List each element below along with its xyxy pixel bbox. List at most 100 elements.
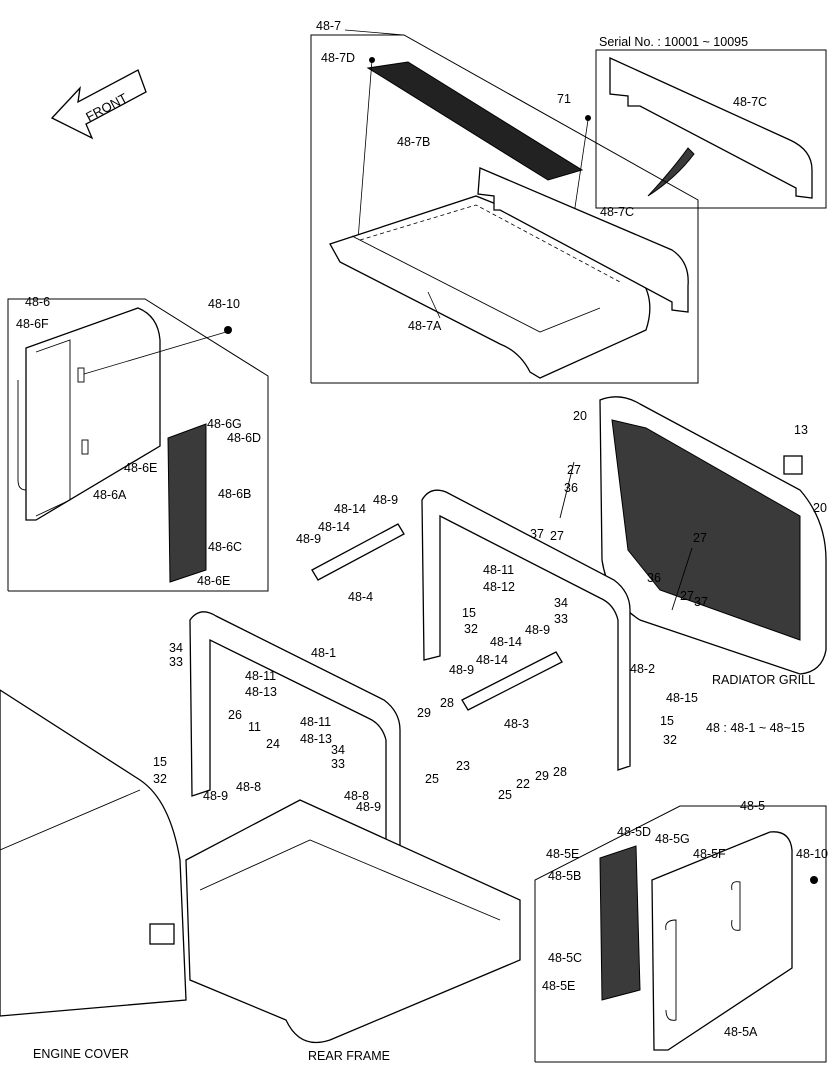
label-48-7D: 48-7D (321, 51, 355, 65)
label-48-12: 48-12 (483, 580, 515, 594)
label-32-a: 32 (464, 622, 478, 636)
label-48-5D: 48-5D (617, 825, 651, 839)
label-48-5C: 48-5C (548, 951, 582, 965)
door-filter-48-6B (167, 423, 207, 583)
label-33-a: 33 (554, 612, 568, 626)
label-32-c: 32 (153, 772, 167, 786)
label-71: 71 (557, 92, 571, 106)
label-27-d: 27 (680, 589, 694, 603)
label-24-a: 24 (266, 737, 280, 751)
serial-text: Serial No. : 10001 ~ 10095 (599, 35, 748, 49)
label-33-c: 33 (331, 757, 345, 771)
label-15-c: 15 (153, 755, 167, 769)
label-15-a: 15 (462, 606, 476, 620)
label-48-9-a: 48-9 (296, 532, 321, 546)
label-34-a: 34 (554, 596, 568, 610)
label-48-15: 48-15 (666, 691, 698, 705)
label-48-3: 48-3 (504, 717, 529, 731)
label-29-b: 29 (535, 769, 549, 783)
door-panel-48-5A (651, 831, 793, 1051)
label-48-14-a: 48-14 (334, 502, 366, 516)
label-48-6A: 48-6A (93, 488, 127, 502)
label-37-b: 37 (694, 595, 708, 609)
engine-cover: ENGINE COVER (0, 689, 187, 1061)
label-rear-frame: REAR FRAME (308, 1049, 390, 1063)
label-48-5B: 48-5B (548, 869, 581, 883)
rear-frame: REAR FRAME (185, 799, 521, 1063)
label-48-11-c: 48-11 (300, 715, 331, 729)
label-27-a: 27 (567, 463, 581, 477)
label-48-6D: 48-6D (227, 431, 261, 445)
label-36-a: 36 (564, 481, 578, 495)
label-23: 23 (456, 759, 470, 773)
label-32-b: 32 (663, 733, 677, 747)
frame-48-1: 48-1 (189, 611, 401, 905)
label-engine-cover: ENGINE COVER (33, 1047, 129, 1061)
label-25-a: 25 (425, 772, 439, 786)
label-48-5F: 48-5F (693, 847, 726, 861)
label-48-9-b: 48-9 (373, 493, 398, 507)
bracket-48-3: 48-3 48-9 48-14 48-9 48-14 (449, 623, 563, 731)
label-28-a: 28 (440, 696, 454, 710)
label-48-5: 48-5 (740, 799, 765, 813)
label-15-b: 15 (660, 714, 674, 728)
label-48-9-c: 48-9 (525, 623, 550, 637)
roof-seal-48-7C (477, 167, 689, 313)
label-27-b: 27 (550, 529, 564, 543)
label-48-14-d: 48-14 (476, 653, 508, 667)
label-48-10-top: 48-10 (208, 297, 240, 311)
label-48-5E-a: 48-5E (546, 847, 579, 861)
label-26-a: 26 (228, 708, 242, 722)
label-48-9-d: 48-9 (449, 663, 474, 677)
detail-pointer (647, 147, 695, 197)
label-48-7: 48-7 (316, 19, 341, 33)
right-door-group: 48-5 48-5D 48-5G 48-5E 48-5F 48-10 48-5B… (534, 799, 828, 1063)
label-48-6E-b: 48-6E (197, 574, 230, 588)
label-20-a: 20 (573, 409, 587, 423)
left-door-group: 48-6 48-6F 48-10 48-6G 48-6D 48-6E 48-6A… (7, 295, 269, 592)
label-48-7C-top: 48-7C (733, 95, 767, 109)
label-48-4: 48-4 (348, 590, 373, 604)
front-arrow-icon: FRONT (50, 69, 147, 140)
label-48-5A: 48-5A (724, 1025, 758, 1039)
label-48-1: 48-1 (311, 646, 336, 660)
label-48-10-b: 48-10 (796, 847, 828, 861)
label-27-c: 27 (693, 531, 707, 545)
label-48-6F: 48-6F (16, 317, 49, 331)
serial-detail-box: Serial No. : 10001 ~ 10095 48-7C (595, 35, 827, 209)
label-48-14-b: 48-14 (318, 520, 350, 534)
label-36-b: 36 (647, 571, 661, 585)
label-48-6B: 48-6B (218, 487, 251, 501)
label-48-7B: 48-7B (397, 135, 430, 149)
label-22: 22 (516, 777, 530, 791)
label-48-5G: 48-5G (655, 832, 690, 846)
label-48-11-b: 48-11 (245, 669, 276, 683)
label-48-11-a: 48-11 (483, 563, 514, 577)
label-48-6G: 48-6G (207, 417, 242, 431)
label-48-5E-b: 48-5E (542, 979, 575, 993)
label-48-6E-a: 48-6E (124, 461, 157, 475)
label-29-a: 29 (417, 706, 431, 720)
label-radiator-grill: RADIATOR GRILL (712, 673, 815, 687)
label-25-b: 25 (498, 788, 512, 802)
label-48-7C: 48-7C (600, 205, 634, 219)
label-20-b: 20 (813, 501, 827, 515)
frame-48-2: 48-2 (421, 489, 655, 771)
label-34-b: 34 (169, 641, 183, 655)
bracket-48-4: 48-9 48-14 48-9 48-14 48-4 (296, 493, 405, 604)
label-48-13-b: 48-13 (300, 732, 332, 746)
label-33-b: 33 (169, 655, 183, 669)
label-range-note: 48 : 48-1 ~ 48~15 (706, 721, 805, 735)
door-panel-48-6A (25, 307, 161, 521)
label-48-7A: 48-7A (408, 319, 442, 333)
label-28-b: 28 (553, 765, 567, 779)
door-filter-48-5B (599, 845, 641, 1001)
label-11-a: 11 (248, 720, 261, 734)
label-48-13-a: 48-13 (245, 685, 277, 699)
radiator-grill-assembly: 20 13 20 27 36 37 27 27 36 27 37 RADIATO… (530, 396, 827, 687)
label-34-c: 34 (331, 743, 345, 757)
label-48-9-f: 48-9 (356, 800, 381, 814)
label-48-9-e: 48-9 (203, 789, 228, 803)
roof-grill-48-7B (366, 61, 584, 181)
